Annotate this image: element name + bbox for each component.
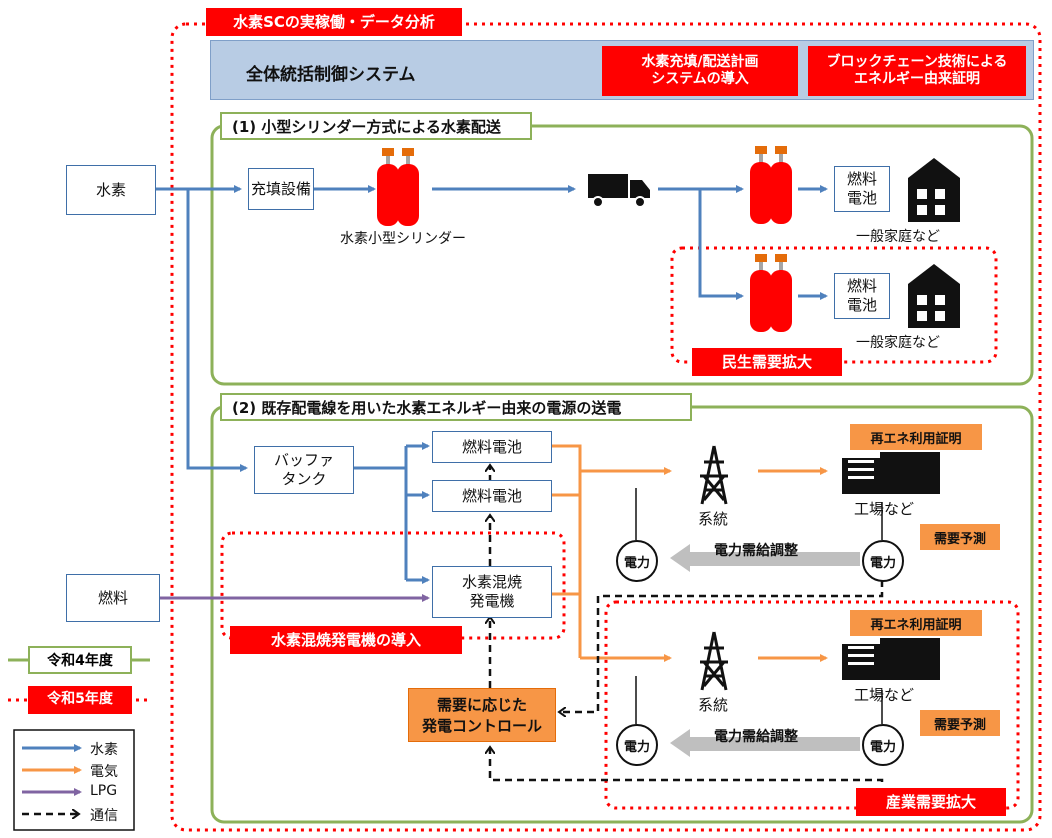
cofiring-frame [220, 531, 566, 640]
cofiring-generator: 水素混焼 発電機 [432, 566, 552, 618]
industrial-demand-label: 産業需要拡大 [856, 788, 1006, 816]
house-icon-b [908, 264, 960, 328]
power-meter-factory-2: 電力 [862, 724, 904, 766]
legend-lpg: LPG [90, 783, 118, 799]
power-balance-label-1: 電力需給調整 [714, 543, 798, 559]
home-label-b: 一般家庭など [856, 335, 940, 351]
truck-icon [588, 174, 650, 208]
factory-icon-1 [842, 452, 940, 494]
renewable-cert-1: 再エネ利用証明 [850, 424, 982, 450]
plan-system-label: 水素充填/配送計画 システムの導入 [602, 46, 798, 96]
hydrogen-source: 水素 [66, 165, 156, 215]
fuel-cell-1: 燃料電池 [432, 431, 552, 463]
tower-icon-1 [700, 445, 728, 505]
home-label-a: 一般家庭など [856, 229, 940, 245]
house-icon-a [908, 158, 960, 222]
fuel-cell-a: 燃料 電池 [834, 166, 890, 212]
legend-reiwa5: 令和5年度 [28, 686, 132, 714]
fuel-source: 燃料 [66, 574, 160, 622]
residential-demand-label: 民生需要拡大 [692, 348, 842, 376]
residential-frame [670, 246, 998, 364]
demand-forecast-2: 需要予測 [920, 710, 1000, 736]
power-meter-grid-1: 電力 [616, 540, 658, 582]
control-system-label: 全体統括制御システム [246, 65, 416, 85]
legend-hydrogen: 水素 [90, 742, 118, 758]
legend-reiwa4: 令和4年度 [28, 646, 132, 674]
factory-icon-2 [842, 638, 940, 680]
demand-forecast-1: 需要予測 [920, 524, 1000, 550]
cylinder-icon-a [750, 146, 792, 224]
cylinder-icon-main [377, 148, 419, 226]
cylinder-label: 水素小型シリンダー [340, 231, 466, 247]
blockchain-label: ブロックチェーン技術による エネルギー由来証明 [808, 46, 1026, 96]
section2-title: (2) 既存配電線を用いた水素エネルギー由来の電源の送電 [220, 393, 692, 421]
grid-label-1: 系統 [698, 510, 729, 528]
power-meter-grid-2: 電力 [616, 724, 658, 766]
tower-icon-2 [700, 631, 728, 691]
fuel-cell-b: 燃料 電池 [834, 273, 890, 319]
factory-label-1: 工場など [854, 500, 915, 518]
factory-label-2: 工場など [854, 686, 915, 704]
page-title: 水素SCの実稼働・データ分析 [206, 8, 462, 36]
cofiring-intro-label: 水素混焼発電機の導入 [230, 626, 462, 654]
power-meter-factory-1: 電力 [862, 540, 904, 582]
grid-label-2: 系統 [698, 696, 729, 714]
power-balance-label-2: 電力需給調整 [714, 729, 798, 745]
section1-title: (1) 小型シリンダー方式による水素配送 [220, 112, 532, 140]
renewable-cert-2: 再エネ利用証明 [850, 610, 982, 636]
generation-control: 需要に応じた 発電コントロール [408, 688, 556, 742]
cylinder-icon-b [750, 254, 792, 332]
legend-electricity: 電気 [90, 764, 118, 780]
filling-equipment: 充填設備 [248, 168, 314, 210]
outer-frame [170, 22, 1042, 832]
fuel-cell-2: 燃料電池 [432, 480, 552, 512]
legend-communication: 通信 [90, 808, 118, 824]
section1-frame [210, 124, 1034, 386]
buffer-tank: バッファ タンク [254, 446, 354, 494]
